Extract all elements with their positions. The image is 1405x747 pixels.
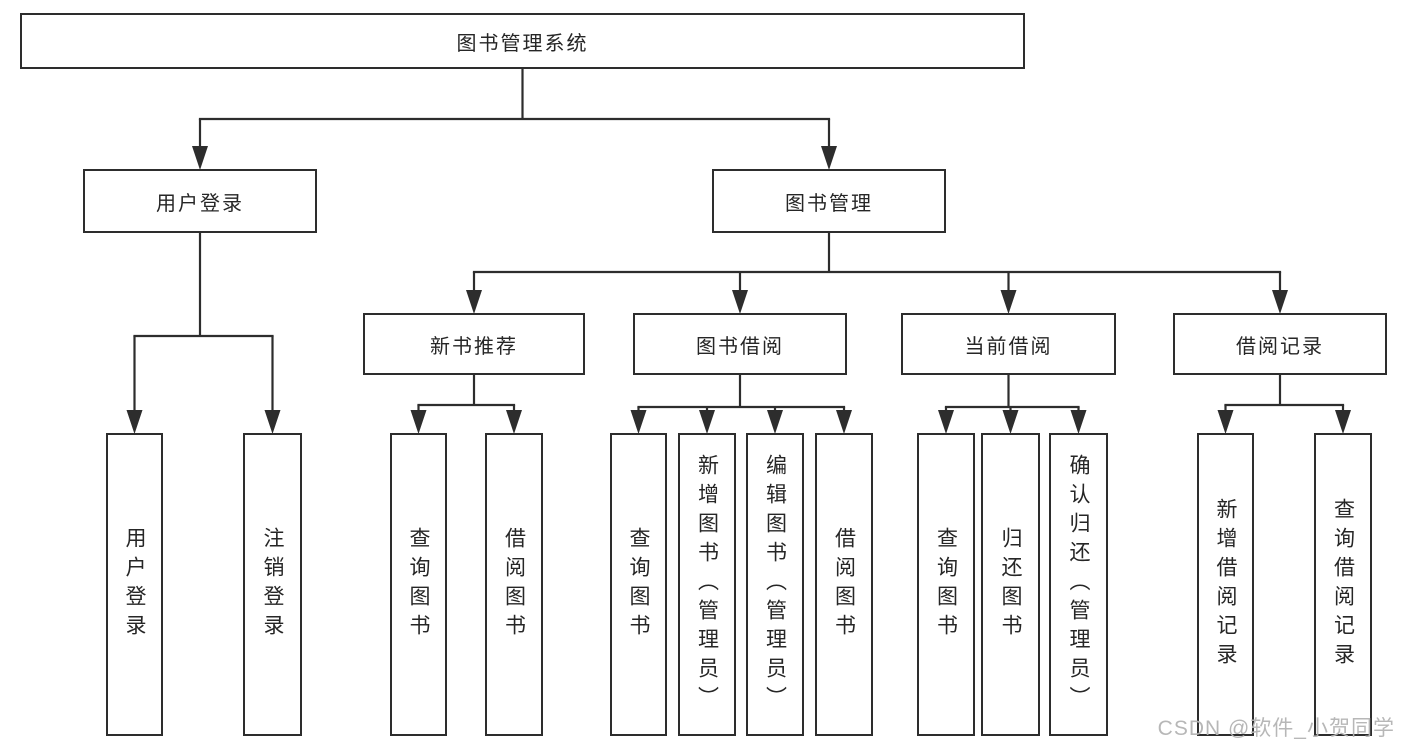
arrowhead-icon — [836, 410, 852, 434]
arrowhead-icon — [192, 146, 208, 170]
node-leaf-add-borrow-record: 新增借阅记录 — [1197, 433, 1254, 736]
node-root: 图书管理系统 — [20, 13, 1025, 69]
node-label-leaf-return-book: 归还图书 — [999, 526, 1022, 643]
node-leaf-borrow-book-1: 借阅图书 — [485, 433, 543, 736]
node-user-login: 用户登录 — [83, 169, 317, 233]
node-leaf-borrow-book-2: 借阅图书 — [815, 433, 873, 736]
node-leaf-query-book-3: 查询图书 — [917, 433, 975, 736]
arrowhead-icon — [466, 290, 482, 314]
node-label-leaf-user-login: 用户登录 — [123, 526, 146, 643]
node-book-borrow: 图书借阅 — [633, 313, 847, 375]
node-leaf-add-book: 新增图书（管理员） — [678, 433, 736, 736]
arrowhead-icon — [1335, 410, 1351, 434]
node-new-book-recommend: 新书推荐 — [363, 313, 585, 375]
arrowhead-icon — [821, 146, 837, 170]
node-label-new-book-recommend: 新书推荐 — [430, 335, 518, 358]
node-label-leaf-edit-book: 编辑图书（管理员） — [763, 454, 787, 715]
node-leaf-query-borrow-record: 查询借阅记录 — [1314, 433, 1372, 736]
arrowhead-icon — [699, 410, 715, 434]
arrowhead-icon — [126, 410, 143, 434]
watermark: CSDN @软件_小贺同学 — [1157, 717, 1395, 740]
node-label-current-borrow: 当前借阅 — [964, 335, 1053, 358]
node-leaf-edit-book: 编辑图书（管理员） — [746, 433, 804, 736]
node-label-leaf-query-book-1: 查询图书 — [407, 526, 430, 643]
node-label-leaf-confirm-return: 确认归还（管理员） — [1067, 454, 1090, 715]
node-label-leaf-borrow-book-2: 借阅图书 — [832, 526, 856, 643]
node-label-root: 图书管理系统 — [456, 32, 589, 55]
node-label-user-login: 用户登录 — [156, 192, 244, 215]
node-leaf-user-login: 用户登录 — [106, 433, 163, 736]
node-leaf-query-book-1: 查询图书 — [390, 433, 447, 736]
arrowhead-icon — [1217, 410, 1234, 434]
node-label-leaf-add-borrow-record: 新增借阅记录 — [1214, 497, 1237, 672]
arrowhead-icon — [1070, 410, 1087, 434]
node-book-management: 图书管理 — [712, 169, 946, 233]
node-current-borrow: 当前借阅 — [901, 313, 1116, 375]
node-leaf-confirm-return: 确认归还（管理员） — [1049, 433, 1108, 736]
arrowhead-icon — [1002, 410, 1019, 434]
arrowhead-icon — [732, 290, 748, 314]
arrowhead-icon — [630, 410, 647, 434]
arrowhead-icon — [938, 410, 954, 434]
arrowhead-icon — [1000, 290, 1017, 314]
node-leaf-return-book: 归还图书 — [981, 433, 1040, 736]
node-label-leaf-query-book-3: 查询图书 — [934, 526, 958, 643]
arrowhead-icon — [767, 410, 783, 434]
node-label-leaf-add-book: 新增图书（管理员） — [695, 454, 719, 715]
node-label-leaf-borrow-book-1: 借阅图书 — [502, 526, 526, 643]
node-label-book-management: 图书管理 — [785, 192, 873, 215]
node-borrow-record: 借阅记录 — [1173, 313, 1387, 375]
node-leaf-query-book-2: 查询图书 — [610, 433, 667, 736]
node-leaf-logout: 注销登录 — [243, 433, 302, 736]
node-label-leaf-query-borrow-record: 查询借阅记录 — [1331, 497, 1355, 672]
arrowhead-icon — [1272, 290, 1288, 314]
node-label-borrow-record: 借阅记录 — [1236, 335, 1324, 358]
arrowhead-icon — [506, 410, 522, 434]
node-label-leaf-logout: 注销登录 — [261, 526, 284, 643]
arrowhead-icon — [410, 410, 427, 434]
arrowhead-icon — [264, 410, 281, 434]
node-label-book-borrow: 图书借阅 — [696, 335, 784, 358]
node-label-leaf-query-book-2: 查询图书 — [627, 526, 650, 643]
